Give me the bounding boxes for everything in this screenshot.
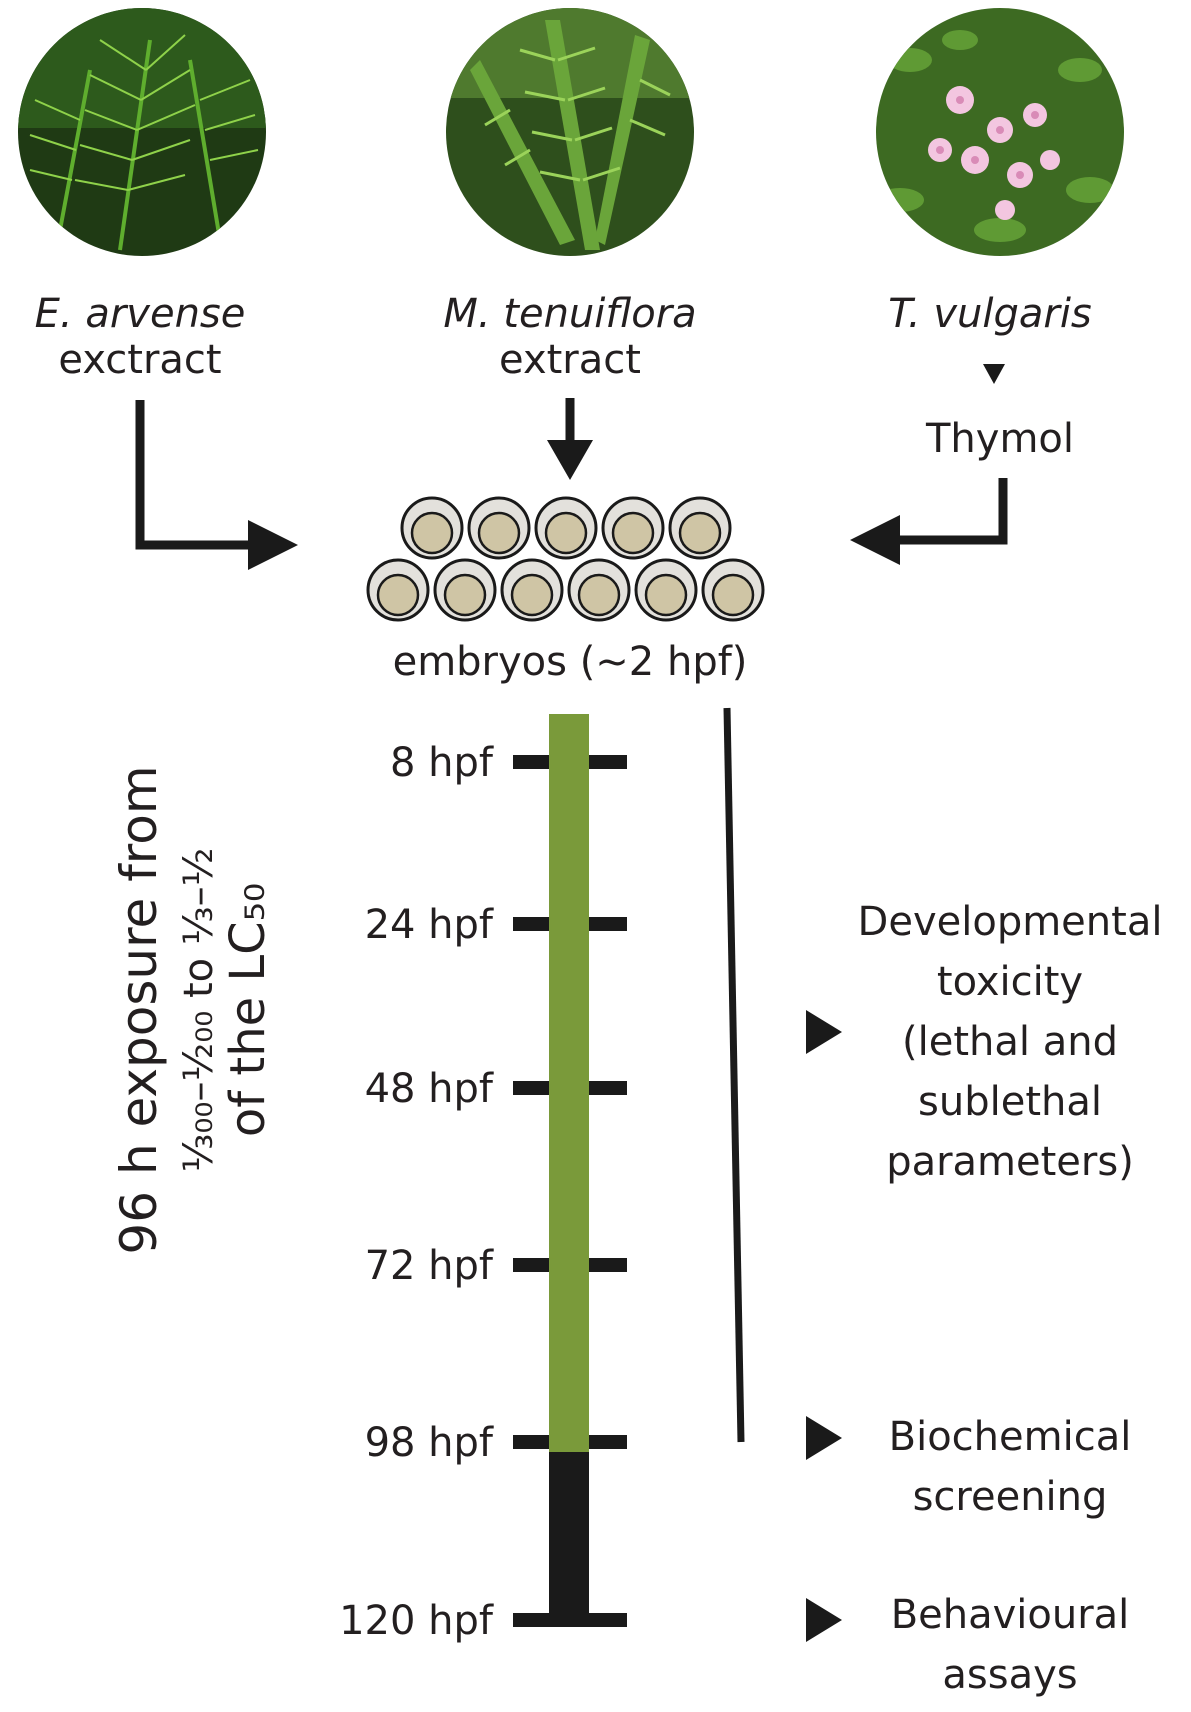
source-kind-2: extract [499, 337, 641, 383]
mimosa-photo [446, 8, 694, 256]
embryo [668, 496, 732, 560]
outcome-line: parameters) [886, 1139, 1134, 1185]
embryo [467, 496, 531, 560]
embryo [701, 558, 765, 622]
source-species-2: M. tenuiflora [443, 291, 696, 337]
biochemical-outcome-arrow-icon [806, 1416, 842, 1460]
outcome-line: assays [942, 1652, 1077, 1698]
right-elbow-arrow-icon [850, 478, 1008, 565]
exposure-bar [549, 714, 589, 1452]
thymol-label: Thymol [925, 416, 1074, 462]
exposure-label-line2: ¹⁄₃₀₀–¹⁄₂₀₀ to ¹⁄₃–¹⁄₂ [176, 848, 222, 1173]
developmental-outcome-arrow-icon [806, 1010, 842, 1054]
outcome-line: Behavioural [891, 1592, 1130, 1638]
timeline-tick-label: 120 hpf [339, 1598, 494, 1644]
embryo [567, 558, 631, 622]
middle-down-arrow-icon [547, 398, 593, 480]
source-species-3: T. vulgaris [888, 291, 1092, 337]
timeline-tick-label: 98 hpf [365, 1420, 494, 1466]
source-species-1: E. arvense [35, 291, 246, 337]
behavioural-outcome: Behavioural assays [891, 1592, 1130, 1698]
embryo-cluster [366, 496, 765, 622]
thyme-photo [876, 8, 1124, 256]
timeline-tick-label: 8 hpf [390, 740, 494, 786]
developmental-outcome: Developmental toxicity (lethal and suble… [858, 899, 1163, 1185]
outcome-line: Biochemical [889, 1414, 1132, 1460]
outcome-line: Developmental [858, 899, 1163, 945]
outcome-line: toxicity [937, 959, 1083, 1005]
embryo [400, 496, 464, 560]
biochemical-outcome: Biochemical screening [889, 1414, 1132, 1520]
embryo [366, 558, 430, 622]
behavioural-outcome-arrow-icon [806, 1598, 842, 1642]
outcome-line: screening [913, 1474, 1108, 1520]
exposure-timeline [549, 714, 589, 1620]
embryo [500, 558, 564, 622]
thymol-derivation-arrow-icon [983, 364, 1005, 384]
embryo [433, 558, 497, 622]
embryo [534, 496, 598, 560]
timeline-tick-label: 48 hpf [365, 1066, 494, 1112]
post-exposure-bar [549, 1452, 589, 1620]
exposure-label: 96 h exposure from ¹⁄₃₀₀–¹⁄₂₀₀ to ¹⁄₃–¹⁄… [110, 765, 276, 1254]
embryos-label: embryos (~2 hpf) [393, 639, 748, 685]
horsetail-photo [18, 8, 266, 256]
developmental-window-line [723, 707, 745, 1443]
embryo [601, 496, 665, 560]
exposure-label-line1: 96 h exposure from [110, 765, 168, 1254]
timeline-tick-label: 24 hpf [365, 902, 494, 948]
outcome-line: sublethal [918, 1079, 1102, 1125]
source-kind-1: exctract [58, 337, 221, 383]
outcome-line: (lethal and [902, 1019, 1118, 1065]
left-elbow-arrow-icon [135, 400, 298, 570]
timeline-tick-label: 72 hpf [365, 1243, 494, 1289]
exposure-label-line3: of the LC₅₀ [220, 883, 276, 1137]
timeline-ticks: 8 hpf 24 hpf 48 hpf 72 hpf 98 hpf 120 hpf [339, 740, 627, 1644]
embryo [634, 558, 698, 622]
